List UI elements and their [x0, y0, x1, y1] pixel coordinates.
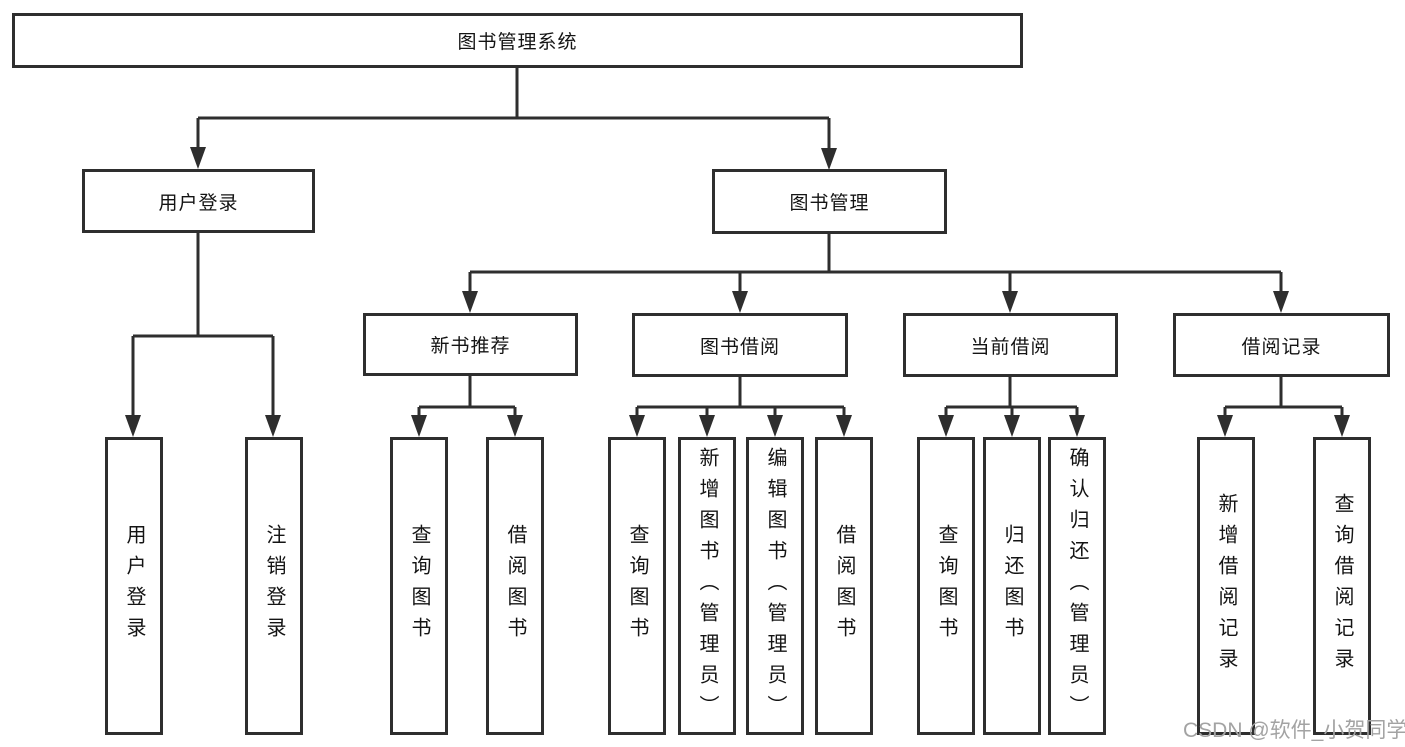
- node-label: 当前借阅: [970, 336, 1051, 358]
- leaf-current-confirm-return-admin: 确认归还（管理员）: [1048, 437, 1106, 735]
- node-root-library-system: 图书管理系统: [12, 13, 1023, 68]
- connector-root-to-level2: [196, 68, 831, 150]
- node-user-login-module: 用户登录: [82, 169, 315, 233]
- connector-book-management-branch: [468, 234, 1283, 294]
- node-label: 编辑图书（管理员）: [764, 446, 786, 726]
- node-label: 查询图书: [408, 524, 430, 648]
- node-label: 图书借阅: [699, 336, 780, 358]
- csdn-watermark: CSDN @软件_小贺同学: [1183, 719, 1405, 742]
- leaf-borrow-borrow-books: 借阅图书: [815, 437, 873, 735]
- connector-borrow-record-branch: [1223, 377, 1344, 419]
- node-label: 新增借阅记录: [1215, 493, 1237, 679]
- leaf-current-return-books: 归还图书: [983, 437, 1041, 735]
- node-label: 用户登录: [158, 192, 239, 214]
- connector-book-borrow-branch: [635, 377, 846, 419]
- leaf-borrow-edit-books-admin: 编辑图书（管理员）: [746, 437, 804, 735]
- node-book-management-module: 图书管理: [712, 169, 947, 234]
- leaf-recommend-query-books: 查询图书: [390, 437, 448, 735]
- leaf-logout-login: 注销登录: [245, 437, 303, 735]
- leaf-borrow-query-books: 查询图书: [608, 437, 666, 735]
- node-new-book-recommend: 新书推荐: [363, 313, 578, 376]
- leaf-borrow-add-books-admin: 新增图书（管理员）: [678, 437, 736, 735]
- node-label: 查询图书: [935, 524, 957, 648]
- node-borrow-record: 借阅记录: [1173, 313, 1390, 377]
- node-label: 借阅记录: [1241, 336, 1322, 358]
- node-label: 借阅图书: [833, 524, 855, 648]
- node-label: 用户登录: [123, 524, 145, 648]
- node-label: 图书管理系统: [457, 32, 578, 53]
- node-label: 查询借阅记录: [1331, 493, 1353, 679]
- node-book-borrow: 图书借阅: [632, 313, 848, 377]
- node-label: 借阅图书: [504, 524, 526, 648]
- node-label: 确认归还（管理员）: [1066, 446, 1088, 726]
- node-label: 新书推荐: [430, 336, 511, 357]
- leaf-user-login: 用户登录: [105, 437, 163, 735]
- leaf-record-add-borrow-record: 新增借阅记录: [1197, 437, 1255, 735]
- node-label: 图书管理: [789, 193, 870, 214]
- connector-user-login-branch: [131, 233, 275, 419]
- connector-current-borrow-branch: [944, 377, 1079, 419]
- leaf-recommend-borrow-books: 借阅图书: [486, 437, 544, 735]
- node-label: 注销登录: [263, 524, 285, 648]
- node-current-borrow: 当前借阅: [903, 313, 1118, 377]
- leaf-current-query-books: 查询图书: [917, 437, 975, 735]
- node-label: 查询图书: [626, 524, 648, 648]
- node-label: 归还图书: [1001, 524, 1023, 648]
- node-label: 新增图书（管理员）: [696, 446, 718, 726]
- leaf-record-query-borrow-record: 查询借阅记录: [1313, 437, 1371, 735]
- connector-new-book-recommend-branch: [417, 376, 517, 419]
